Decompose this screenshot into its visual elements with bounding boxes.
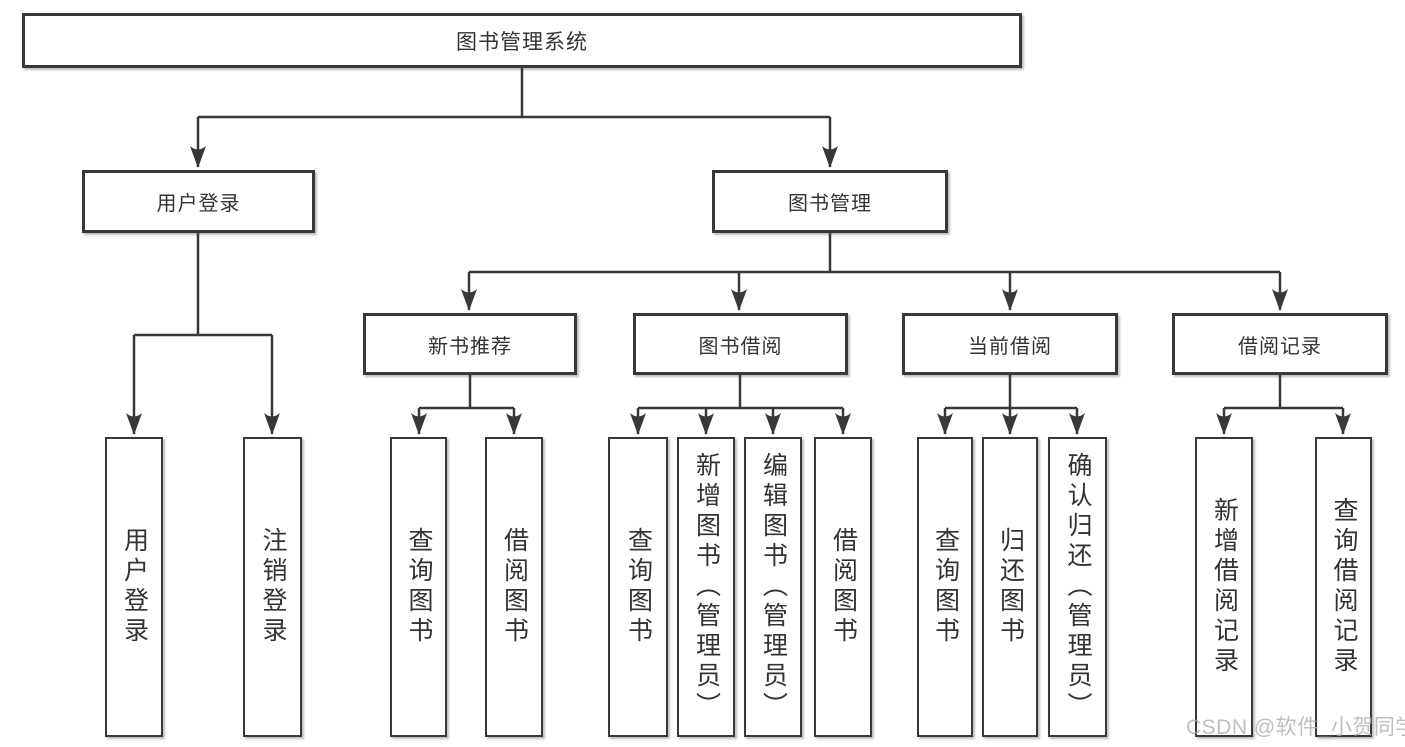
leaf-query-borrow-record: 查询借阅记录 — [1315, 437, 1372, 737]
leaf-user-login: 用户登录 — [105, 437, 163, 737]
leaf-label: 注销登录 — [259, 527, 287, 647]
leaf-edit-book-admin: 编辑图书（管理员） — [744, 437, 802, 737]
leaf-label: 查询借阅记录 — [1330, 497, 1358, 677]
node-label: 当前借阅 — [968, 335, 1052, 358]
node-library-management-system: 图书管理系统 — [22, 13, 1022, 68]
leaf-add-borrow-record: 新增借阅记录 — [1195, 437, 1253, 737]
leaf-query-books-borrowing: 查询图书 — [608, 437, 668, 737]
connector-lines — [126, 68, 1351, 435]
node-book-borrowing: 图书借阅 — [633, 313, 848, 375]
leaf-label: 新增借阅记录 — [1210, 497, 1239, 677]
leaf-label: 查询图书 — [931, 527, 960, 647]
leaf-borrow-books: 借阅图书 — [814, 437, 872, 737]
leaf-label: 编辑图书（管理员） — [759, 452, 788, 722]
node-label: 图书借阅 — [698, 335, 783, 358]
node-label: 用户登录 — [156, 193, 241, 215]
leaf-label: 查询图书 — [624, 527, 653, 647]
leaf-borrow-books-recommend: 借阅图书 — [485, 437, 543, 737]
node-label: 图书管理 — [788, 193, 872, 215]
leaf-logout: 注销登录 — [243, 437, 302, 737]
leaf-label: 归还图书 — [996, 527, 1025, 647]
node-current-borrowing: 当前借阅 — [902, 313, 1118, 375]
node-book-management: 图书管理 — [712, 170, 948, 233]
node-borrowing-records: 借阅记录 — [1172, 313, 1388, 375]
leaf-label: 确认归还（管理员） — [1064, 452, 1092, 722]
leaf-label: 用户登录 — [120, 527, 149, 647]
leaf-query-books-current: 查询图书 — [917, 437, 973, 737]
leaf-return-book: 归还图书 — [982, 437, 1038, 737]
node-user-login: 用户登录 — [82, 170, 315, 233]
node-label: 借阅记录 — [1238, 335, 1322, 358]
node-label: 图书管理系统 — [456, 30, 588, 54]
leaf-query-books-recommend: 查询图书 — [390, 437, 447, 737]
leaf-label: 借阅图书 — [829, 527, 858, 647]
leaf-label: 新增图书（管理员） — [692, 452, 721, 722]
leaf-confirm-return-admin: 确认归还（管理员） — [1048, 437, 1107, 737]
node-new-book-recommend: 新书推荐 — [363, 313, 577, 375]
node-label: 新书推荐 — [428, 335, 512, 358]
leaf-add-book-admin: 新增图书（管理员） — [677, 437, 735, 737]
leaf-label: 查询图书 — [405, 527, 433, 647]
leaf-label: 借阅图书 — [500, 527, 529, 647]
